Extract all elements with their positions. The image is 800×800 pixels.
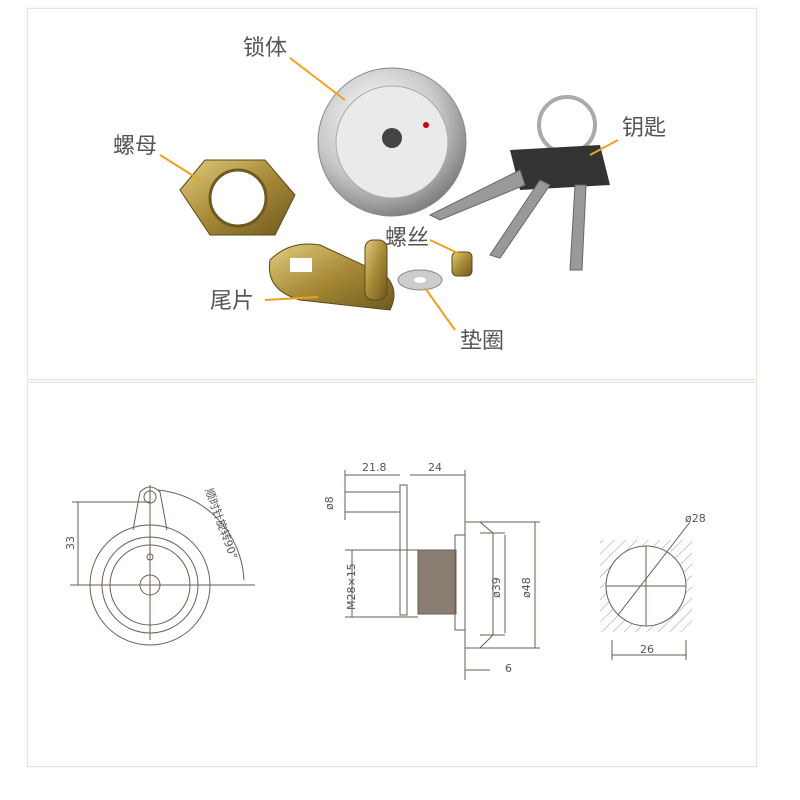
panel-cutout-drawing: ø28 26 [600, 512, 706, 660]
cam-plate-photo [268, 239, 395, 311]
dim-thread: M28×15 [345, 563, 358, 610]
washer-photo [397, 269, 443, 291]
label-key: 钥匙 [622, 116, 666, 141]
label-screw: 螺丝 [385, 226, 429, 251]
dim-33: 33 [64, 536, 77, 550]
label-lock-body: 锁体 [243, 36, 287, 61]
rotation-note: 顺时针旋转90° [202, 486, 241, 561]
screw-photo [451, 251, 473, 277]
dim-48: ø48 [520, 577, 533, 598]
side-view-drawing: 21.8 24 ø8 M28×15 ø39 ø48 6 [323, 461, 540, 680]
label-cam: 尾片 [210, 289, 254, 314]
lock-body-photo [317, 67, 467, 217]
dim-24: 24 [428, 461, 442, 474]
label-washer: 垫圈 [460, 329, 504, 354]
dim-28: ø28 [685, 512, 706, 525]
dim-21-8: 21.8 [362, 461, 387, 474]
dim-39: ø39 [490, 577, 503, 598]
dim-26: 26 [640, 643, 654, 656]
leader-lines [159, 57, 619, 331]
dim-pin-diameter: ø8 [323, 496, 336, 510]
label-nut: 螺母 [113, 134, 157, 159]
keys-photo [428, 95, 610, 271]
hex-nut-photo [179, 159, 296, 236]
front-view-drawing: 33 顺时针旋转90° [64, 485, 255, 646]
dim-6: 6 [505, 662, 512, 675]
